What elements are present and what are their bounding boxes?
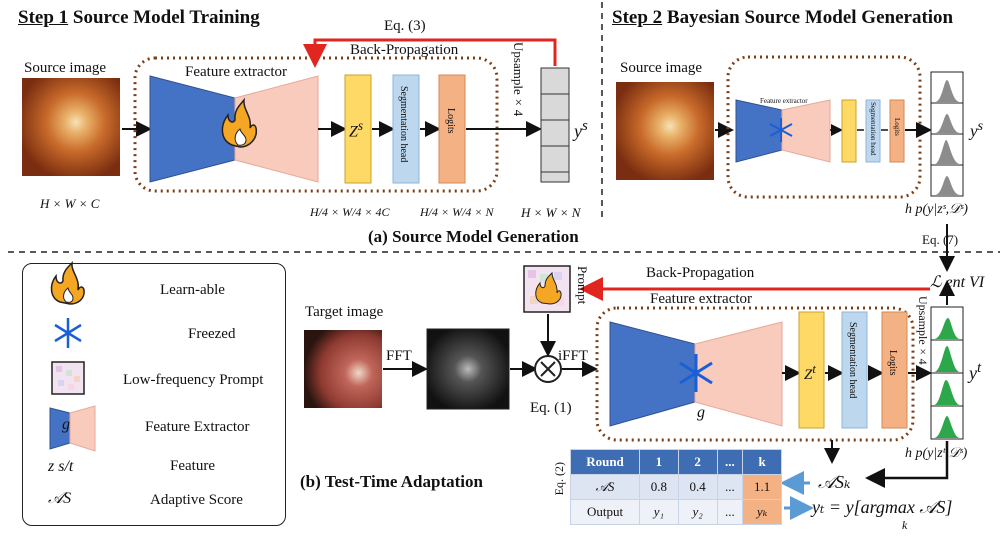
upsample-label-2: Upsample×4 xyxy=(916,296,930,365)
feature-extractor-label-1: Feature extractor xyxy=(185,64,288,80)
legend-box xyxy=(22,263,286,526)
eq7-label: Eq. (7) xyxy=(922,232,959,247)
zs-label: Zs xyxy=(349,118,364,141)
as-k-label: 𝒜Sₖ xyxy=(818,472,851,492)
legend-prompt-icon xyxy=(51,361,85,395)
table-cell: y₂ xyxy=(677,499,718,525)
dim-feat: H/4 × W/4 × 4C xyxy=(310,205,390,219)
legend-z: z s/t xyxy=(48,458,74,475)
section-a-title: (a) Source Model Generation xyxy=(368,227,579,246)
snowflake-icon-b xyxy=(679,354,713,392)
snowflake-icon-2 xyxy=(769,118,793,142)
table-header-k: k xyxy=(742,449,782,475)
legend-g: g xyxy=(62,416,70,433)
ys-label-2: ys xyxy=(970,118,984,141)
zs-block-1 xyxy=(344,74,372,184)
ys-stack-1 xyxy=(540,67,570,183)
table-cell-k: yₖ xyxy=(742,499,782,525)
h-pt-label: h p(y|zᵗ,𝒟ˢ) xyxy=(905,446,968,461)
source-image-1 xyxy=(22,78,120,176)
fft-label: FFT xyxy=(386,348,412,364)
feature-extractor-label-b: Feature extractor xyxy=(650,291,753,307)
seg-head-label-1: Segmentation head xyxy=(398,86,409,163)
table-cell: y₁ xyxy=(639,499,679,525)
g-label: g xyxy=(697,404,705,421)
target-image xyxy=(304,330,382,408)
seg-head-block-1 xyxy=(392,74,420,184)
eq1-label: Eq. (1) xyxy=(530,400,572,416)
ys-distribution-stack xyxy=(930,71,964,197)
zt-label: Zt xyxy=(804,362,816,383)
seg-head-label-b: Segmentation head xyxy=(847,322,858,399)
legend-as: 𝒜S xyxy=(48,490,72,507)
h-ps-label: h p(y|zˢ,𝒟ˢ) xyxy=(905,202,968,217)
step2-model-box xyxy=(726,55,922,199)
upsample-label-1: Upsample×4 xyxy=(511,42,526,117)
dim-input: H × W × C xyxy=(40,196,100,211)
legend-feature-extractor: Feature Extractor xyxy=(145,419,250,435)
table-cell-k: 1.1 xyxy=(742,474,782,500)
legend-prompt: Low-frequency Prompt xyxy=(123,372,264,388)
target-image-label: Target image xyxy=(305,304,384,320)
logits-label-2: Logits xyxy=(893,118,901,136)
legend-freezed: Freezed xyxy=(188,326,236,342)
prompt-patch xyxy=(523,265,571,313)
tta-model-box xyxy=(595,306,915,442)
table-header-dots: ... xyxy=(716,449,744,475)
logits-block-b xyxy=(881,311,908,429)
zt-block xyxy=(798,311,825,429)
eq3-label: Eq. (3) xyxy=(384,18,426,34)
logits-label-1: Logits xyxy=(445,108,456,134)
section-b-title: (b) Test-Time Adaptation xyxy=(300,472,483,491)
table-row-as-label: 𝒜S xyxy=(570,474,640,500)
yt-formula-sub: k xyxy=(902,518,908,532)
feature-extractor-label-2: Feature extractor xyxy=(760,97,808,105)
step1-heading: Step 1 Source Model Training xyxy=(18,7,260,28)
source-image-label-2: Source image xyxy=(620,60,703,76)
table-cell: ... xyxy=(716,474,744,500)
source-image-label-1: Source image xyxy=(24,60,107,76)
backprop-label-1: Back-Propagation xyxy=(350,42,459,58)
yt-label: yt xyxy=(969,360,982,383)
legend-adaptive-score: Adaptive Score xyxy=(150,492,243,508)
legend-feature-extractor-icon xyxy=(49,405,96,452)
logits-label-b: Logits xyxy=(887,350,898,376)
legend-feature: Feature xyxy=(170,458,215,474)
ys-label-1: ys xyxy=(574,118,588,141)
fft-spectrum xyxy=(426,328,510,410)
table-cell: 0.4 xyxy=(677,474,718,500)
yt-formula: yₜ = y[argmax 𝒜S] xyxy=(812,497,953,517)
backprop-arrow-1 xyxy=(303,38,557,68)
dim-logit: H/4 × W/4 × N xyxy=(420,205,494,219)
table-cell: 0.8 xyxy=(639,474,679,500)
step1-model-box xyxy=(133,56,499,193)
loss-label: ℒ ent VI xyxy=(930,274,985,291)
flame-icon-1 xyxy=(221,97,258,148)
seg-head-label-2: Segmentation head xyxy=(869,102,877,156)
dim-out: H × W × N xyxy=(521,205,581,220)
seg-head-block-b xyxy=(841,311,868,429)
logits-block-1 xyxy=(438,74,466,184)
table-header-1: 1 xyxy=(639,449,679,475)
decoder-shape-b xyxy=(694,321,783,427)
backprop-label-2: Back-Propagation xyxy=(646,265,755,281)
prompt-label: Prompt xyxy=(575,266,590,305)
step2-heading: Step 2 Bayesian Source Model Generation xyxy=(612,7,954,28)
yt-distribution-stack xyxy=(930,306,964,440)
table-cell: ... xyxy=(716,499,744,525)
eq2-label: Eq. (2) xyxy=(552,462,566,496)
legend-learnable: Learn-able xyxy=(160,282,225,298)
table-header-round: Round xyxy=(570,449,640,475)
source-image-2 xyxy=(616,82,714,180)
adaptive-score-table: Round 1 2 ... k 𝒜S 0.8 0.4 ... 1.1 Outpu… xyxy=(570,449,782,525)
ifft-label: iFFT xyxy=(558,348,589,364)
table-row-output-label: Output xyxy=(570,499,640,525)
legend-snowflake-icon xyxy=(54,318,82,348)
encoder-shape-b xyxy=(609,321,696,427)
table-header-2: 2 xyxy=(677,449,718,475)
